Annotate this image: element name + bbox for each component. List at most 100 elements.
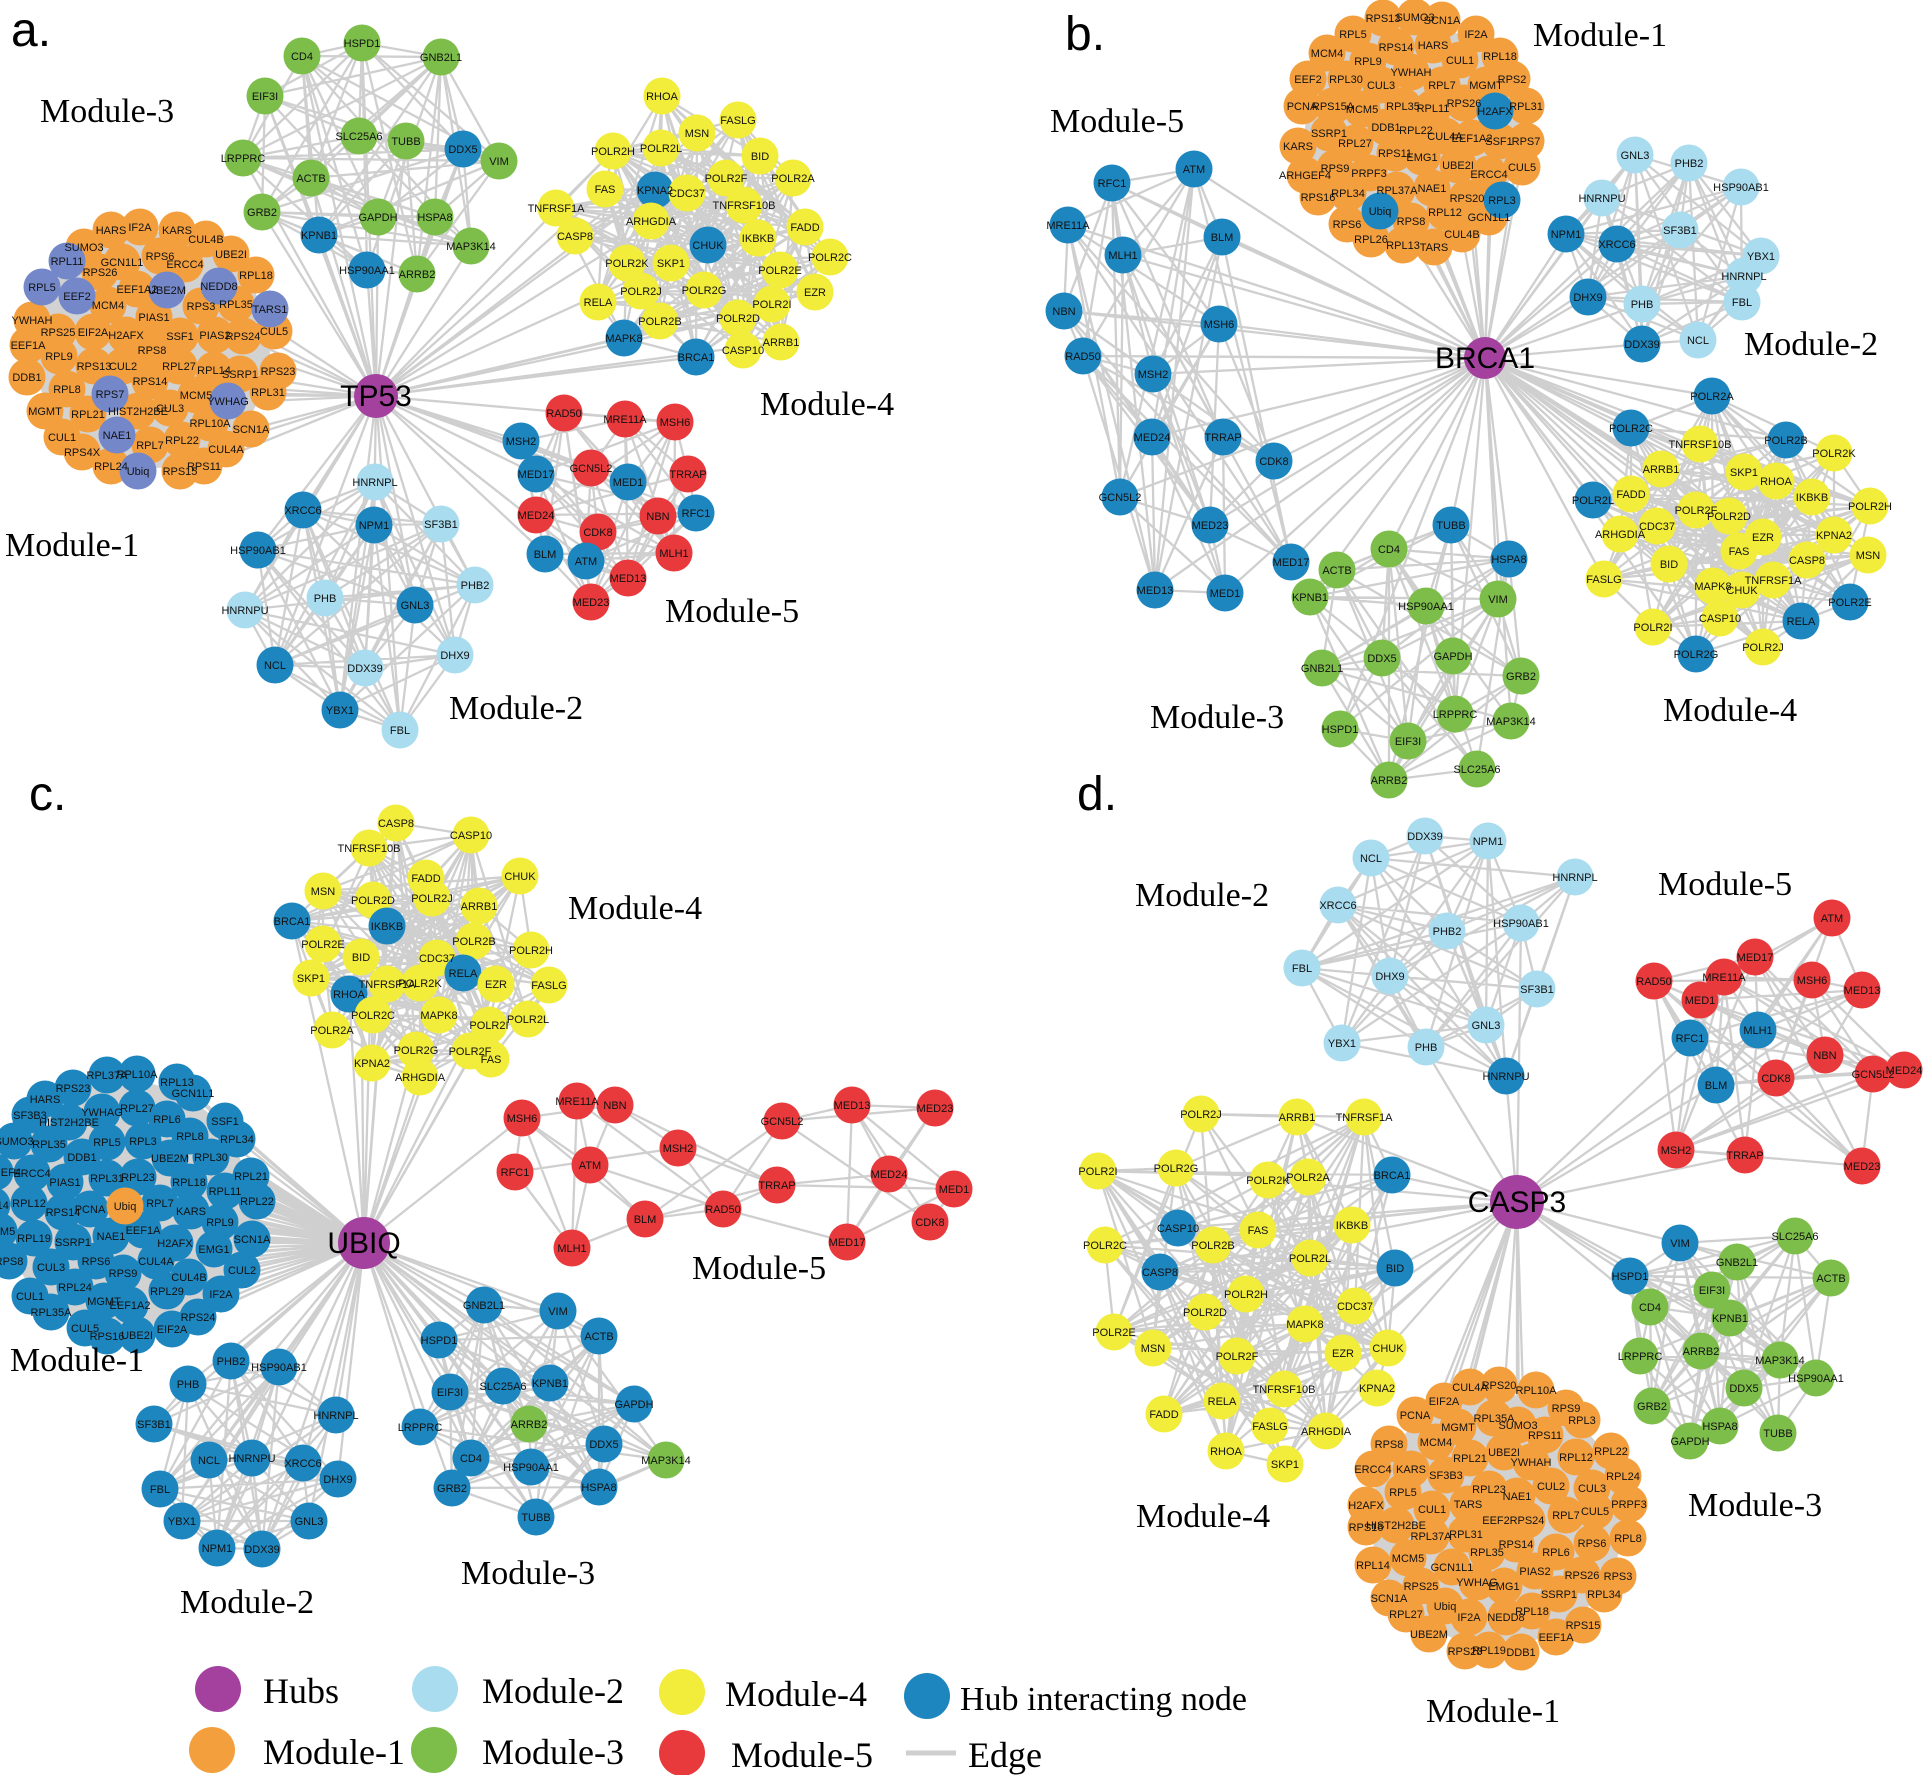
svg-text:IF2A: IF2A — [1464, 29, 1488, 41]
svg-text:TARS: TARS — [1454, 1499, 1483, 1511]
svg-text:UBE2I: UBE2I — [215, 249, 247, 261]
svg-text:a.: a. — [11, 4, 51, 57]
svg-text:RPS6: RPS6 — [1333, 219, 1362, 231]
svg-text:FASLG: FASLG — [1252, 1421, 1287, 1433]
svg-text:FBL: FBL — [1732, 297, 1752, 309]
svg-text:BID: BID — [352, 952, 370, 964]
svg-text:HSP90AB1: HSP90AB1 — [1493, 918, 1549, 930]
svg-text:RPL31: RPL31 — [90, 1173, 124, 1185]
svg-text:RPS25: RPS25 — [1404, 1581, 1439, 1593]
svg-text:NBN: NBN — [1052, 306, 1075, 318]
svg-text:KARS: KARS — [1283, 141, 1313, 153]
svg-text:RPS6: RPS6 — [1578, 1538, 1607, 1550]
svg-text:TARS1: TARS1 — [253, 304, 288, 316]
svg-text:RELA: RELA — [1787, 616, 1816, 628]
svg-text:CUL3: CUL3 — [1367, 80, 1395, 92]
svg-text:YWHAG: YWHAG — [207, 396, 249, 408]
svg-text:RPL22: RPL22 — [1594, 1446, 1628, 1458]
svg-text:Module-2: Module-2 — [449, 690, 583, 727]
svg-text:EEF1A: EEF1A — [11, 340, 47, 352]
svg-text:CASP8: CASP8 — [1142, 1267, 1178, 1279]
svg-text:SSRP1: SSRP1 — [1311, 128, 1347, 140]
svg-text:CASP8: CASP8 — [378, 818, 414, 830]
svg-text:MED13: MED13 — [834, 1100, 871, 1112]
svg-text:RPL5: RPL5 — [93, 1137, 121, 1149]
svg-text:CUL5: CUL5 — [1508, 162, 1536, 174]
svg-text:POLR2D: POLR2D — [1707, 511, 1751, 523]
svg-text:RPS20: RPS20 — [1482, 1380, 1517, 1392]
svg-text:MRE11A: MRE11A — [603, 414, 647, 426]
svg-text:YBX1: YBX1 — [1328, 1038, 1356, 1050]
svg-text:KPNB1: KPNB1 — [1292, 592, 1328, 604]
svg-text:DDB1: DDB1 — [1371, 122, 1400, 134]
svg-text:EEF1A: EEF1A — [1539, 1632, 1575, 1644]
svg-text:POLR2D: POLR2D — [1183, 1307, 1227, 1319]
svg-text:RPS26: RPS26 — [83, 267, 118, 279]
svg-text:RPL37A: RPL37A — [87, 1070, 129, 1082]
svg-text:GNL3: GNL3 — [401, 600, 430, 612]
svg-text:FADD: FADD — [1616, 489, 1645, 501]
svg-text:HNRNPL: HNRNPL — [1721, 271, 1766, 283]
svg-text:MAP3K14: MAP3K14 — [641, 1455, 691, 1467]
svg-text:RPL22: RPL22 — [1399, 125, 1433, 137]
svg-text:RPL37A: RPL37A — [1377, 185, 1419, 197]
svg-text:HSPD1: HSPD1 — [1612, 1271, 1649, 1283]
svg-text:MED13: MED13 — [610, 573, 647, 585]
svg-text:DDX39: DDX39 — [1407, 831, 1442, 843]
svg-text:RPS11: RPS11 — [1528, 1430, 1562, 1442]
svg-text:MSH2: MSH2 — [663, 1143, 694, 1155]
svg-text:RPL10A: RPL10A — [190, 418, 232, 430]
svg-text:SUMO3: SUMO3 — [64, 242, 103, 254]
svg-text:SF3B3: SF3B3 — [13, 1110, 47, 1122]
svg-text:POLR2G: POLR2G — [1674, 649, 1719, 661]
svg-text:EZR: EZR — [804, 287, 826, 299]
svg-text:CUL4A: CUL4A — [208, 444, 244, 456]
svg-text:CUL2: CUL2 — [109, 361, 137, 373]
svg-text:RPS13: RPS13 — [77, 361, 112, 373]
svg-text:UBE2I: UBE2I — [1442, 160, 1474, 172]
svg-text:CASP10: CASP10 — [722, 345, 764, 357]
svg-text:POLR2F: POLR2F — [1675, 505, 1718, 517]
svg-text:RPS23: RPS23 — [261, 366, 296, 378]
svg-text:CUL2: CUL2 — [228, 1265, 256, 1277]
svg-text:RPS24: RPS24 — [226, 331, 261, 343]
svg-text:GCN5L2: GCN5L2 — [1099, 492, 1142, 504]
svg-text:CHUK: CHUK — [504, 871, 536, 883]
svg-text:POLR2G: POLR2G — [394, 1045, 439, 1057]
svg-text:MLH1: MLH1 — [1108, 250, 1137, 262]
svg-text:RAD50: RAD50 — [1065, 351, 1100, 363]
svg-text:IKBKB: IKBKB — [1796, 492, 1828, 504]
svg-text:RPS20: RPS20 — [1450, 193, 1485, 205]
svg-text:RPS7: RPS7 — [96, 389, 125, 401]
svg-text:POLR2H: POLR2H — [1224, 1289, 1268, 1301]
svg-text:EMG1: EMG1 — [198, 1244, 229, 1256]
svg-text:GCN5L2: GCN5L2 — [1852, 1069, 1895, 1081]
svg-text:MSN: MSN — [685, 128, 710, 140]
svg-text:GCN1L1: GCN1L1 — [1468, 212, 1511, 224]
svg-text:POLR2E: POLR2E — [1092, 1327, 1135, 1339]
svg-text:NBN: NBN — [646, 511, 669, 523]
svg-text:POLR2F: POLR2F — [1216, 1351, 1259, 1363]
svg-text:DDX39: DDX39 — [1624, 339, 1659, 351]
svg-text:Edge: Edge — [968, 1735, 1042, 1775]
svg-text:MED23: MED23 — [917, 1103, 954, 1115]
svg-text:MRE11A: MRE11A — [1702, 972, 1746, 984]
svg-text:UBE2I: UBE2I — [121, 1330, 153, 1342]
svg-text:ARRB2: ARRB2 — [511, 1419, 548, 1431]
svg-text:CASP3: CASP3 — [1468, 1186, 1566, 1219]
svg-text:POLR2L: POLR2L — [507, 1014, 549, 1026]
svg-text:POLR2B: POLR2B — [1191, 1240, 1234, 1252]
svg-text:RPS14: RPS14 — [1379, 42, 1414, 54]
svg-text:RPL37A: RPL37A — [1411, 1531, 1453, 1543]
svg-text:Module-1: Module-1 — [263, 1732, 405, 1772]
svg-text:POLR2K: POLR2K — [1812, 448, 1856, 460]
svg-text:Module-1: Module-1 — [1426, 1693, 1560, 1730]
svg-text:RPL10A: RPL10A — [1516, 1385, 1558, 1397]
svg-text:POLR2F: POLR2F — [705, 173, 748, 185]
svg-text:BLM: BLM — [534, 549, 557, 561]
svg-text:RFC1: RFC1 — [682, 508, 711, 520]
svg-text:RPL35A: RPL35A — [31, 1307, 73, 1319]
svg-text:CDK8: CDK8 — [583, 527, 612, 539]
svg-text:ERCC4: ERCC4 — [13, 1168, 50, 1180]
svg-text:CUL5: CUL5 — [260, 326, 288, 338]
